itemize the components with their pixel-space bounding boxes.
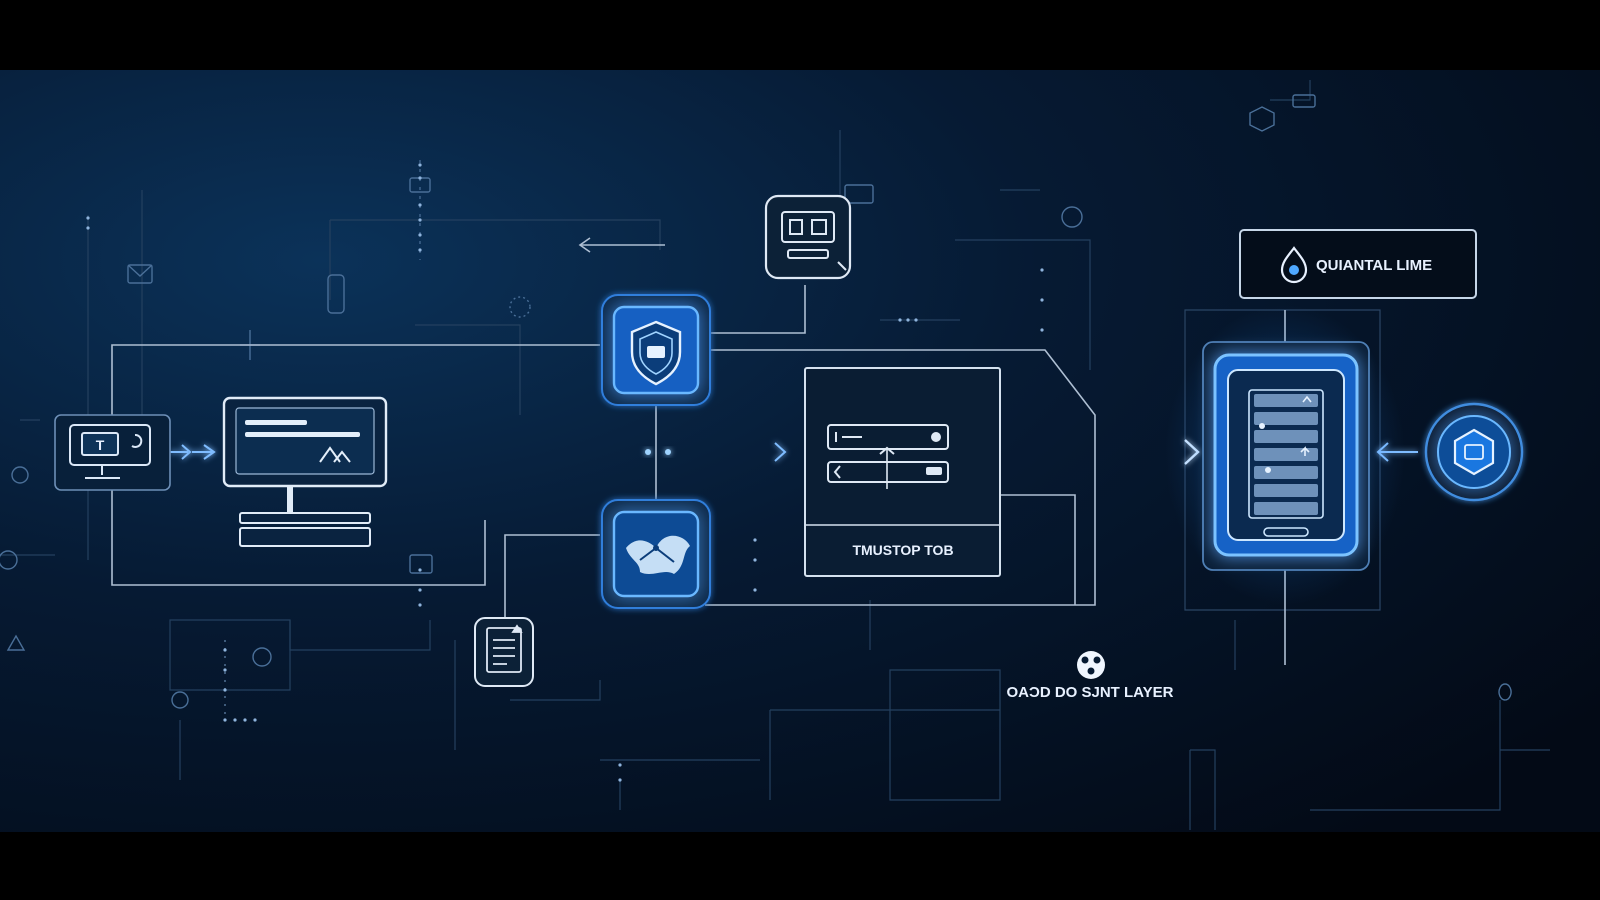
shield-icon: [630, 320, 682, 386]
upper-return-arrow: [578, 237, 591, 253]
desktop-monitor-icon: [222, 396, 388, 547]
right-loop-line: [705, 349, 1096, 606]
clock-icon: [0, 550, 18, 570]
drop-icon: [1280, 246, 1308, 284]
terminal-glyph: T: [96, 437, 105, 453]
letterbox-bottom: [0, 832, 1600, 900]
document-node[interactable]: [474, 617, 534, 687]
document-link-line: [504, 534, 600, 620]
arrow-right-icon: [774, 442, 787, 462]
arrow-right-icon: [192, 444, 216, 460]
mail-icon: [127, 264, 153, 284]
chip-icon: [1292, 94, 1316, 108]
switch-icon: [327, 274, 345, 314]
control-panel-icon: [781, 211, 847, 271]
hexagon-node[interactable]: [1424, 402, 1524, 502]
pin-icon: [1498, 683, 1512, 701]
hex-outline-icon: [1249, 106, 1275, 132]
refresh-icon: [252, 647, 272, 667]
data-beam: [398, 449, 1195, 455]
terminal-icon: [69, 424, 151, 479]
document-icon: [486, 624, 523, 673]
gear-icon: [509, 296, 531, 318]
footer-layer-label: OAƆD DO SJNT LAYER: [1007, 684, 1174, 701]
panel-node[interactable]: [764, 194, 852, 280]
network-map-icon: [626, 535, 690, 574]
connector-lines: [111, 244, 1286, 665]
network-node[interactable]: [601, 499, 711, 609]
terminal-node[interactable]: T: [54, 414, 171, 491]
hexagon-badge-icon: [1453, 428, 1495, 476]
target-icon: [11, 466, 29, 484]
server-label: TMUSTOP TOB: [852, 542, 953, 558]
brand-label: QUIANTAL LIME: [1316, 257, 1432, 274]
server-node[interactable]: TMUSTOP TOB: [804, 367, 1001, 577]
server-side-line: [995, 494, 1076, 605]
dotted-guides: [86, 163, 1044, 782]
folder-icon: [409, 554, 433, 574]
card-icon: [844, 184, 874, 204]
tablet-node[interactable]: [1165, 305, 1405, 605]
shield-node[interactable]: [601, 294, 711, 406]
warning-icon: [6, 634, 26, 651]
user-icon: [171, 691, 189, 709]
bottom-loop-line: [111, 490, 486, 586]
panel-link-line: [705, 285, 806, 334]
arrow-right-icon: [170, 444, 192, 460]
letterbox-top: [0, 0, 1600, 70]
desktop-node[interactable]: [222, 396, 388, 547]
footer-layer: OAƆD DO SJNT LAYER: [1007, 651, 1174, 701]
cloud-icon: [1077, 651, 1105, 679]
tablet-device-icon: [1227, 369, 1345, 541]
server-rack-icon: [827, 424, 949, 489]
compass-icon: [1061, 206, 1083, 228]
top-loop-line: [111, 344, 600, 430]
brand-box[interactable]: QUIANTAL LIME: [1239, 229, 1477, 299]
